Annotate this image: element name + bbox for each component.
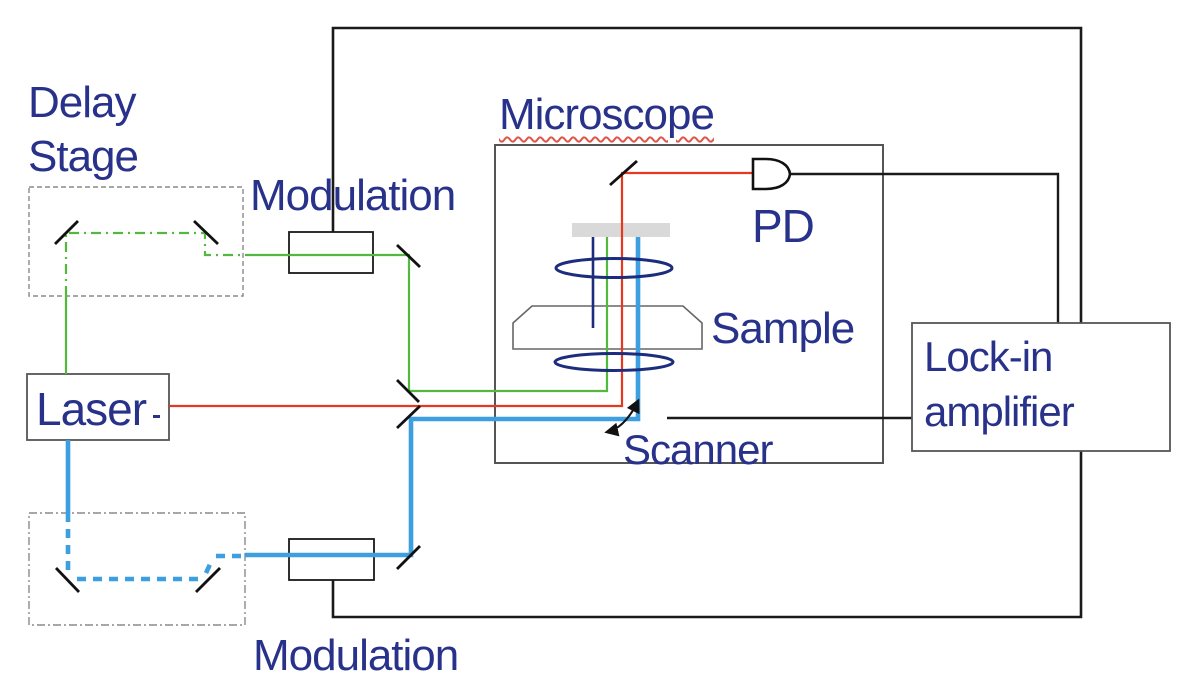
blue-beam-solid <box>65 237 641 558</box>
delay-stage-box-top <box>28 186 244 297</box>
modulation-box-bottom <box>288 538 375 581</box>
lockin-label-line1: Lock-in <box>924 333 1053 380</box>
red-beam <box>169 171 754 408</box>
scanner-label: Scanner <box>623 426 773 473</box>
laser-label-dot <box>153 415 160 418</box>
green-fold-mirror <box>396 243 421 269</box>
microscope-label: Microscope <box>499 90 715 139</box>
photodiode-symbol <box>751 157 792 191</box>
delay-stage-label-line2: Stage <box>28 132 139 181</box>
laser-box <box>26 373 170 441</box>
dichroic-mirror-upper <box>396 379 420 403</box>
modulation-top-label: Modulation <box>250 171 456 220</box>
lockin-amplifier-box <box>911 322 1171 452</box>
delay-stage-label: Delay Stage <box>28 76 139 184</box>
reference-wire-loop <box>331 26 1083 619</box>
delay-top-left-mirror <box>54 220 79 245</box>
delay-top-right-mirror <box>193 219 219 246</box>
objective-lens-top <box>554 257 674 279</box>
delay-stage-box-bottom <box>28 512 246 626</box>
modulation-box-top <box>288 231 374 274</box>
lockin-label-line2: amplifier <box>924 388 1075 435</box>
delay-bottom-left-mirror <box>54 567 81 593</box>
laser-label: Laser <box>36 383 147 435</box>
objective-lens-bottom <box>553 352 675 372</box>
pd-label: PD <box>752 200 815 252</box>
lockin-amplifier-label: Lock-in amplifier <box>924 329 1075 439</box>
delay-bottom-right-mirror <box>195 567 221 593</box>
microscope-top-mirror <box>609 159 638 187</box>
blue-fold-mirror <box>396 545 421 570</box>
pd-signal-wire <box>790 172 1060 323</box>
modulation-bottom-label: Modulation <box>253 631 459 680</box>
scanner-rotation-arrow <box>604 398 640 437</box>
microscope-box <box>494 144 884 464</box>
dichroic-mirror-lower <box>396 404 421 430</box>
delay-stage-label-line1: Delay <box>28 78 136 127</box>
sample-label: Sample <box>711 304 855 353</box>
